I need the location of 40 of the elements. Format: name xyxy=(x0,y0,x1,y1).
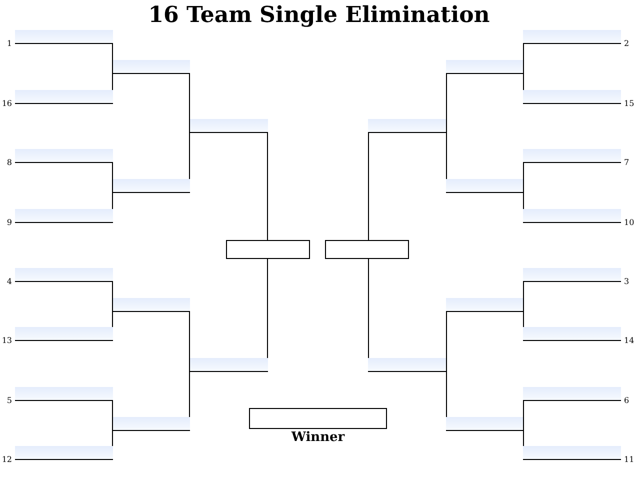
bracket-slot xyxy=(446,60,523,74)
seed-number: 4 xyxy=(6,277,12,286)
bracket-slot xyxy=(190,119,268,133)
seed-number: 15 xyxy=(624,99,634,108)
seed-number: 5 xyxy=(6,396,12,405)
bracket-slot xyxy=(113,417,190,431)
bracket-slot xyxy=(446,179,523,193)
seed-number: 16 xyxy=(2,99,12,108)
bracket-slot xyxy=(368,119,446,133)
seed-number: 13 xyxy=(2,336,12,345)
seed-number: 12 xyxy=(2,455,12,464)
title: 16 Team Single Elimination xyxy=(147,2,491,28)
seed-number: 9 xyxy=(6,218,12,227)
bracket-slot xyxy=(446,298,523,312)
seed-number: 1 xyxy=(6,39,12,48)
bracket-line xyxy=(267,132,268,240)
final-box xyxy=(325,240,409,259)
bracket-line xyxy=(189,73,190,133)
bracket-slot xyxy=(368,358,446,372)
seed-number: 3 xyxy=(624,277,630,286)
final-box xyxy=(226,240,310,259)
seed-number: 8 xyxy=(6,158,12,167)
bracket-line xyxy=(112,281,113,312)
seed-number: 14 xyxy=(624,336,634,345)
winner-label: Winner xyxy=(290,430,346,445)
bracket-slot xyxy=(446,417,523,431)
seed-number: 2 xyxy=(624,39,630,48)
seed-number: 10 xyxy=(624,218,634,227)
seed-number: 7 xyxy=(624,158,630,167)
bracket-line xyxy=(112,162,113,193)
bracket-slot xyxy=(113,298,190,312)
bracket-line xyxy=(368,132,369,240)
bracket-line xyxy=(112,43,113,74)
bracket-line xyxy=(112,400,113,431)
bracket-slot xyxy=(113,60,190,74)
bracket-slot xyxy=(190,358,268,372)
seed-number: 6 xyxy=(624,396,630,405)
bracket-slot xyxy=(113,179,190,193)
bracket-line xyxy=(189,311,190,372)
seed-number: 11 xyxy=(624,455,634,464)
